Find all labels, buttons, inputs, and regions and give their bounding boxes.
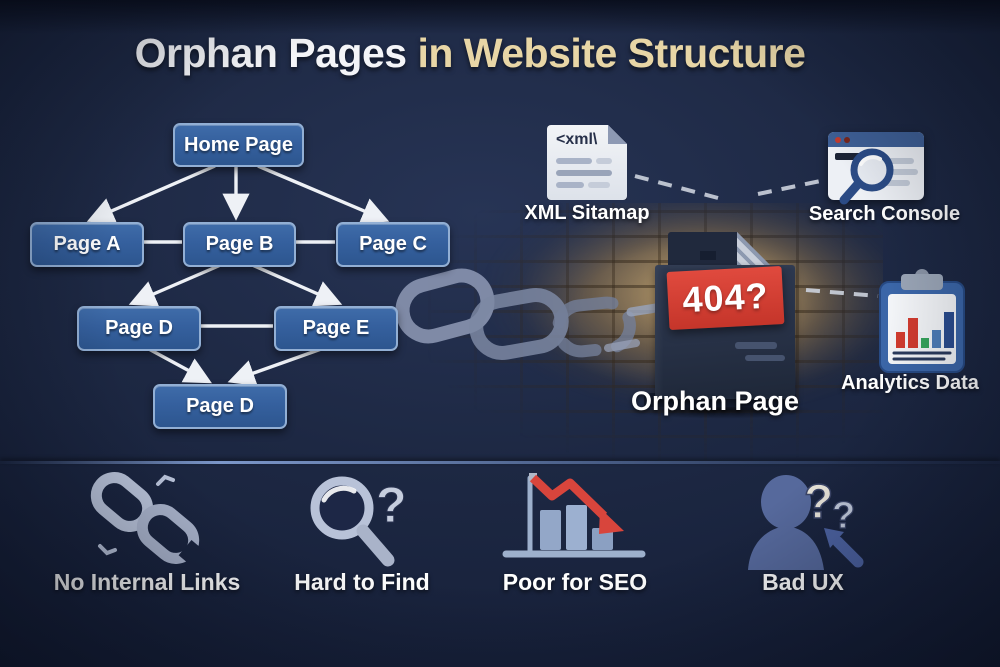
orphan-page-label: Orphan Page — [630, 386, 800, 416]
confused-user-icon: ? ? — [748, 475, 864, 570]
node-page-e: Page E — [274, 306, 398, 351]
node-page-d-orphan: Page D — [153, 384, 287, 429]
node-home-page: Home Page — [173, 123, 304, 167]
page-title: Orphan Pages in Website Structure — [0, 30, 940, 77]
error-404-badge: 404? — [666, 266, 785, 330]
doc-notch — [700, 251, 716, 260]
question-glyph: ? — [804, 476, 833, 529]
node-page-b: Page B — [183, 222, 296, 267]
doc-line — [735, 342, 777, 349]
node-page-d: Page D — [77, 306, 201, 351]
title-rest: in Website Structure — [406, 30, 806, 76]
title-emphasis: Orphan Pages — [134, 30, 407, 76]
declining-chart-icon — [502, 473, 646, 558]
analytics-clipboard-icon — [879, 269, 965, 373]
question-glyph: ? — [376, 477, 407, 533]
search-console-label: Search Console — [808, 203, 961, 225]
consequence-hard-to-find: ? Hard to Find — [252, 468, 472, 608]
consequence-label: No Internal Links — [53, 569, 241, 595]
doc-line — [588, 182, 610, 188]
xml-sitemap-label: XML Sitamap — [524, 202, 650, 224]
consequence-no-internal-links: No Internal Links — [37, 468, 257, 608]
broken-chain-icon — [90, 472, 212, 573]
doc-line — [556, 170, 612, 176]
doc-line — [556, 158, 592, 164]
node-page-c: Page C — [336, 222, 450, 267]
consequence-label: Bad UX — [762, 569, 844, 595]
page-fold — [608, 125, 627, 144]
consequence-label: Hard to Find — [294, 569, 430, 595]
page-fold — [737, 232, 771, 266]
consequence-poor-for-seo: Poor for SEO — [465, 468, 685, 608]
doc-line — [596, 158, 612, 164]
top-shade — [0, 0, 1000, 34]
doc-line — [556, 182, 584, 188]
analytics-data-label: Analytics Data — [841, 372, 979, 394]
magnifier-question-icon: ? — [310, 476, 407, 567]
console-magnifier-icon — [839, 148, 894, 205]
consequence-bad-ux: ? ? Bad UX — [693, 468, 913, 608]
xml-doc-text: <xml\ — [556, 131, 598, 148]
consequence-label: Poor for SEO — [502, 569, 648, 595]
node-page-a: Page A — [30, 222, 144, 267]
doc-line — [745, 355, 785, 361]
section-divider — [0, 461, 1000, 464]
